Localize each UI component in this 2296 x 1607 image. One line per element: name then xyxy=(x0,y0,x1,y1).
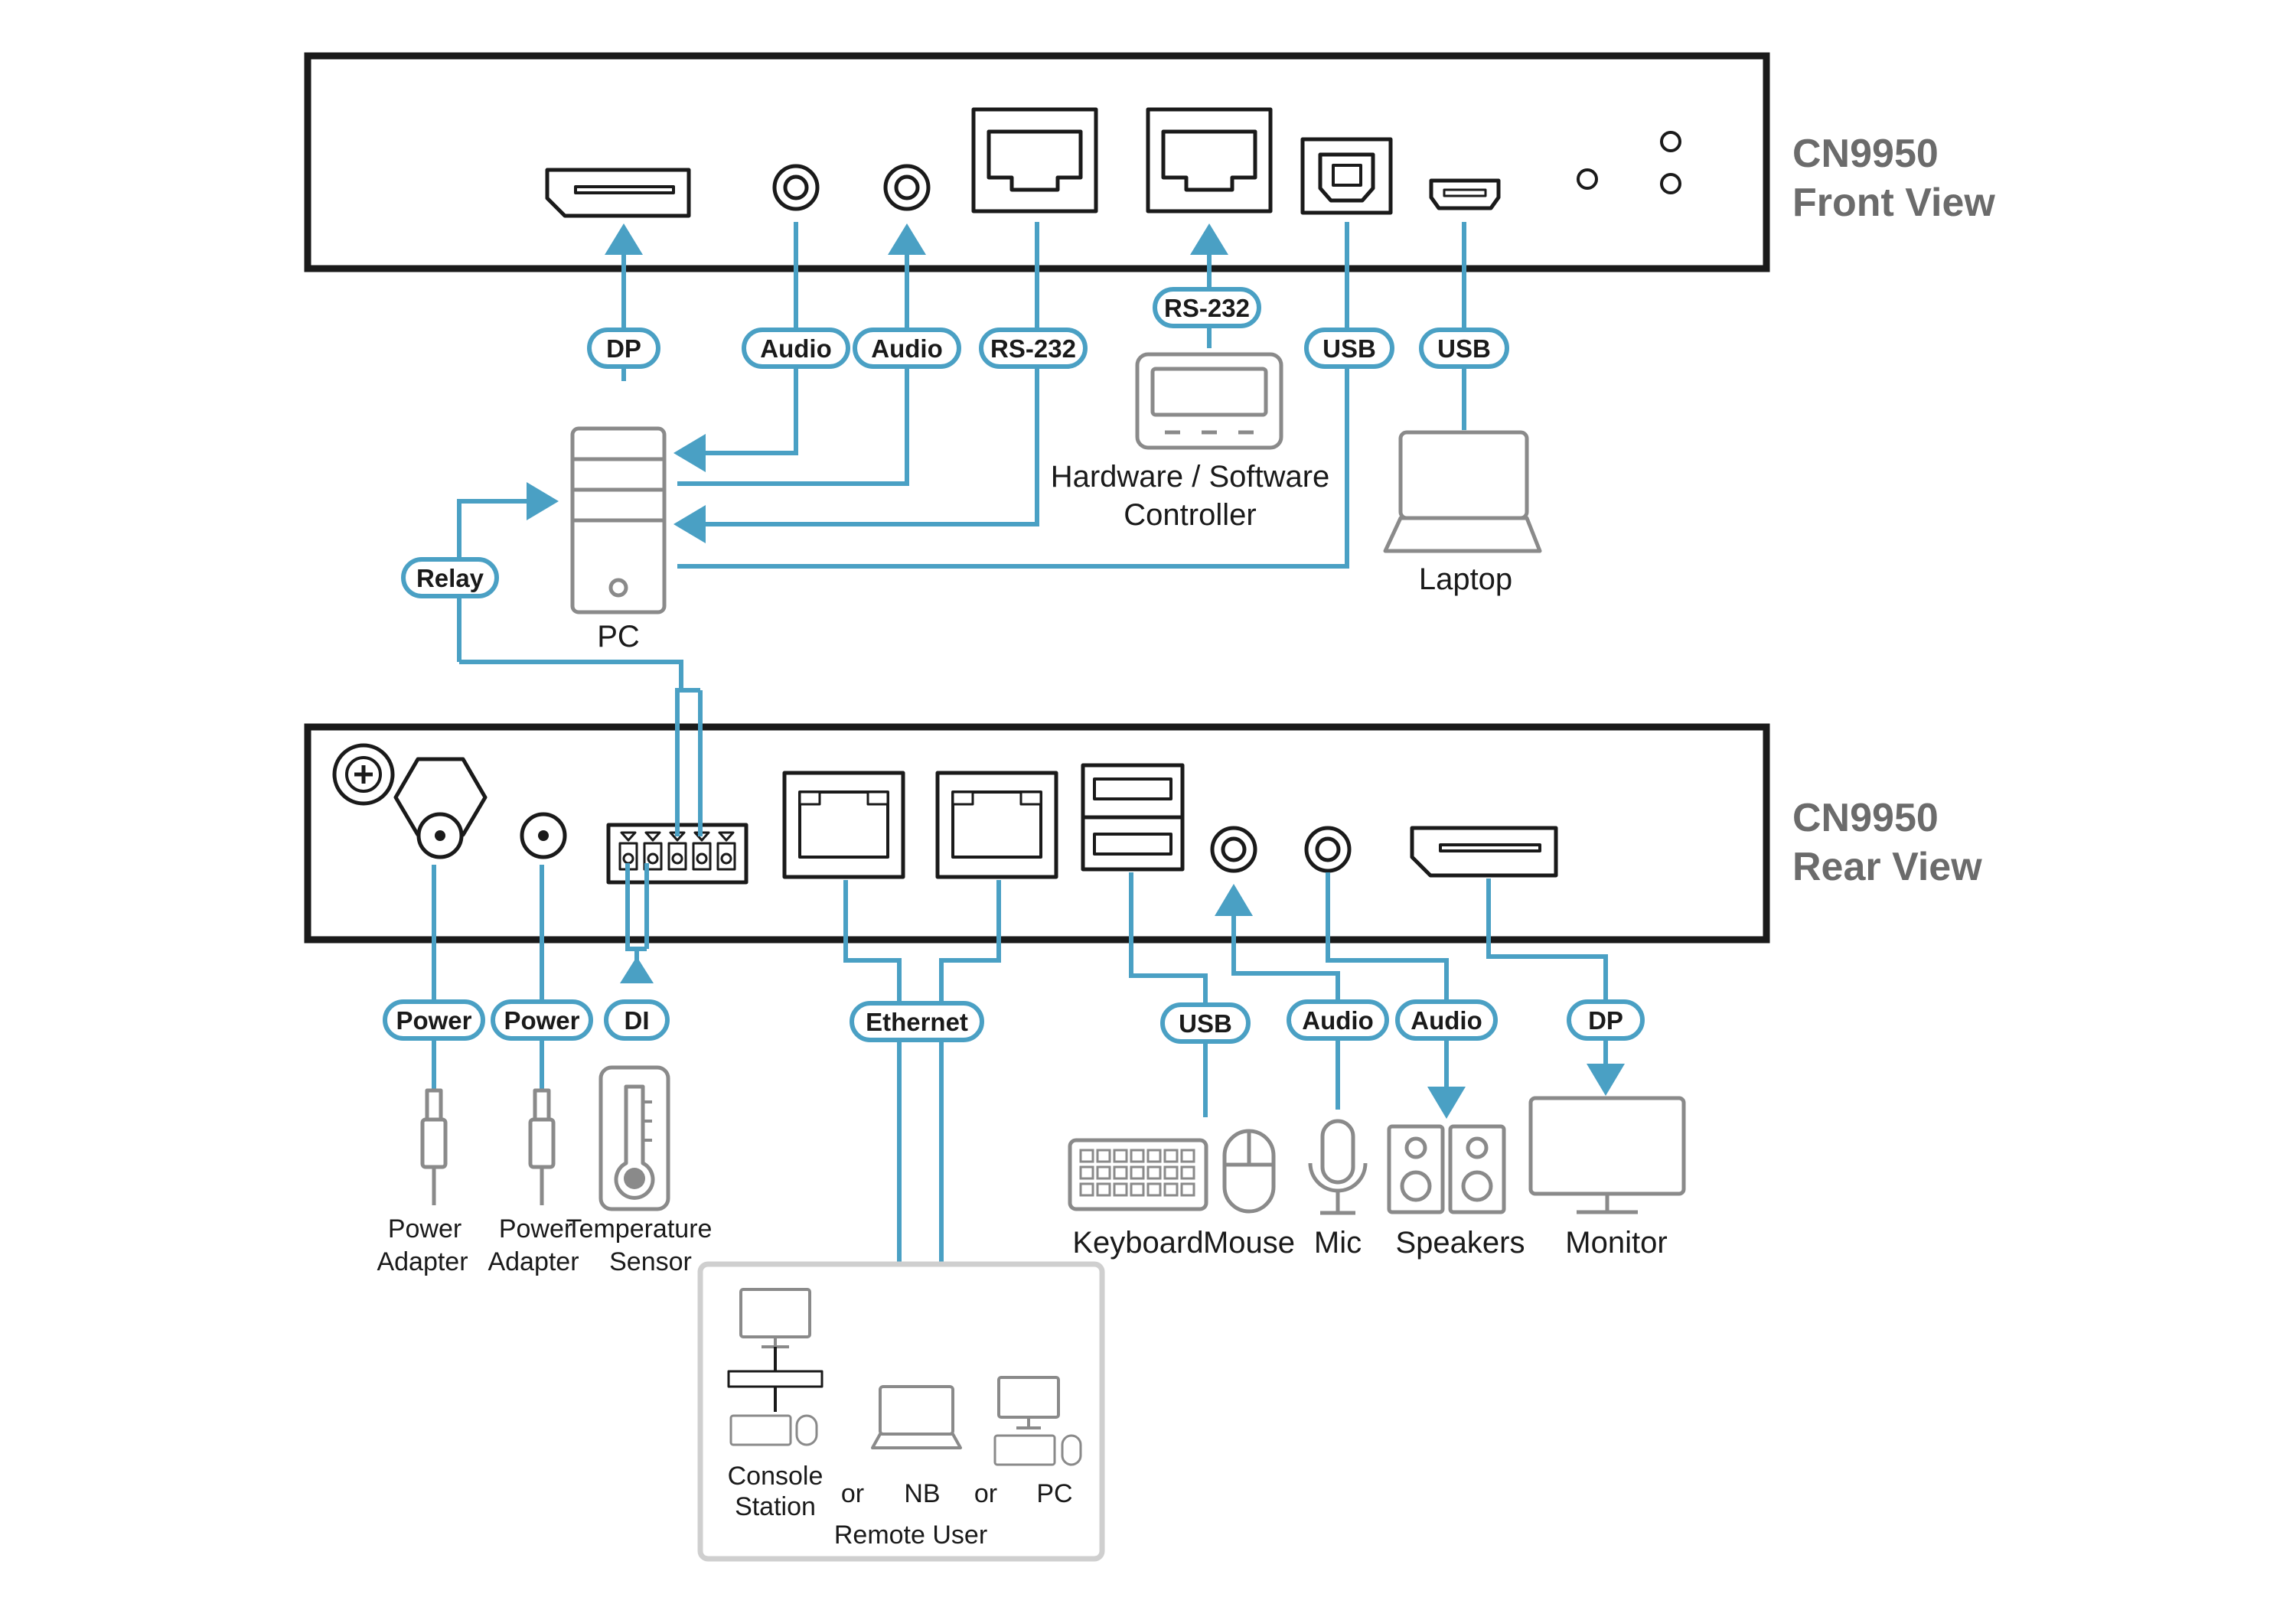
cable-label-text: Relay xyxy=(416,564,484,592)
cable-label-audio-front-1: Audio xyxy=(742,328,850,369)
cable-label-audio-rear-2: Audio xyxy=(1395,999,1498,1041)
rear-unit xyxy=(304,723,1770,944)
front-led-2 xyxy=(1660,131,1681,152)
power-adapter-2-line1: Power xyxy=(499,1214,572,1244)
cable-label-audio-rear-1: Audio xyxy=(1287,999,1389,1041)
pc-label: PC xyxy=(597,620,640,654)
rear-ethernet-port-1 xyxy=(782,771,905,879)
notebook-icon xyxy=(871,1385,962,1449)
cable-label-text: USB xyxy=(1179,1009,1232,1038)
rear-title-line2: Rear View xyxy=(1792,845,1982,889)
cable-label-rs232-front: RS-232 xyxy=(979,328,1088,369)
cable-label-text: Power xyxy=(396,1006,471,1035)
remote-or-2: or xyxy=(974,1479,997,1508)
microphone-icon xyxy=(1308,1119,1368,1215)
laptop-label: Laptop xyxy=(1419,562,1512,596)
rear-title-line1: CN9950 xyxy=(1792,796,1939,840)
temp-sensor-line1: Temperature xyxy=(566,1214,713,1244)
remote-user-panel: Console Station or NB or PC Remote User xyxy=(697,1261,1105,1562)
rear-ethernet-port-2 xyxy=(935,771,1058,879)
front-rs232-port xyxy=(971,107,1098,214)
monitor-label: Monitor xyxy=(1565,1226,1667,1260)
cable-label-di: DI xyxy=(604,999,670,1041)
cable-label-dp-rear: DP xyxy=(1567,999,1645,1041)
cable-label-text: RS-232 xyxy=(990,334,1076,363)
front-audio-jack-1 xyxy=(772,164,820,211)
front-audio-jack-2 xyxy=(883,164,931,211)
speakers-label: Speakers xyxy=(1396,1226,1525,1260)
remote-or-1: or xyxy=(841,1479,864,1508)
controller-label-line2: Controller xyxy=(1124,498,1256,532)
remote-user-caption: Remote User xyxy=(834,1521,987,1550)
mouse-label: Mouse xyxy=(1203,1226,1295,1260)
monitor-icon xyxy=(1528,1096,1686,1214)
rear-audio-jack-2 xyxy=(1304,826,1352,873)
cable-label-usb-rear: USB xyxy=(1160,1002,1251,1044)
cable-label-dp-front: DP xyxy=(587,328,660,369)
console-station-line2: Station xyxy=(735,1492,816,1521)
front-usb-b-port xyxy=(1300,137,1393,215)
rear-power-jack-1 xyxy=(393,757,488,859)
mic-label: Mic xyxy=(1314,1226,1362,1260)
controller-icon xyxy=(1135,352,1283,450)
rear-power-jack-2 xyxy=(520,812,567,859)
cable-label-audio-front-2: Audio xyxy=(853,328,961,369)
cable-label-rs232-controller: RS-232 xyxy=(1153,287,1261,328)
front-title-line2: Front View xyxy=(1792,181,1995,225)
cable-label-text: Audio xyxy=(1411,1006,1482,1035)
mouse-icon xyxy=(1222,1129,1276,1214)
cable-label-text: Audio xyxy=(1302,1006,1373,1035)
controller-label-line1: Hardware / Software xyxy=(1051,460,1330,494)
console-station-icon xyxy=(727,1288,823,1446)
cable-label-text: Audio xyxy=(871,334,942,363)
cable-label-power-2: Power xyxy=(491,999,593,1041)
front-title-line1: CN9950 xyxy=(1792,132,1939,176)
power-adapter-1-line1: Power xyxy=(388,1214,461,1244)
cable-label-text: Audio xyxy=(760,334,831,363)
cable-label-text: DI xyxy=(625,1006,650,1035)
laptop-icon xyxy=(1383,430,1542,553)
cable-label-usb-front-1: USB xyxy=(1304,328,1394,369)
cable-label-power-1: Power xyxy=(383,999,485,1041)
front-controller-port xyxy=(1146,107,1273,214)
cable-label-text: USB xyxy=(1322,334,1376,363)
rear-audio-jack-1 xyxy=(1210,826,1257,873)
power-adapter-1-line2: Adapter xyxy=(377,1247,468,1276)
power-adapter-icon-2 xyxy=(528,1088,556,1205)
power-adapter-icon-1 xyxy=(420,1088,448,1205)
cable-label-text: DP xyxy=(1588,1006,1623,1035)
remote-nb-label: NB xyxy=(904,1479,940,1508)
power-adapter-2-line2: Adapter xyxy=(488,1247,579,1276)
cable-label-text: Ethernet xyxy=(866,1008,968,1036)
rear-usb-a-ports xyxy=(1081,763,1185,872)
ground-screw-icon xyxy=(332,743,395,806)
keyboard-icon xyxy=(1068,1138,1208,1211)
cable-label-relay: Relay xyxy=(401,557,499,598)
cable-label-text: USB xyxy=(1437,334,1491,363)
cable-label-ethernet: Ethernet xyxy=(850,1001,984,1042)
cable-label-usb-front-2: USB xyxy=(1419,328,1509,369)
remote-pc-icon xyxy=(993,1376,1082,1466)
remote-pc-label: PC xyxy=(1036,1479,1072,1508)
keyboard-label: Keyboard xyxy=(1072,1226,1203,1260)
front-led-3 xyxy=(1660,173,1681,194)
front-led-1 xyxy=(1577,168,1598,190)
thermometer-icon xyxy=(598,1065,670,1211)
pc-icon xyxy=(570,426,667,614)
cable-label-text: RS-232 xyxy=(1164,294,1250,322)
cable-label-text: DP xyxy=(606,334,641,363)
console-station-line1: Console xyxy=(728,1462,823,1491)
cable-label-text: Power xyxy=(504,1006,579,1035)
temp-sensor-line2: Sensor xyxy=(609,1247,692,1276)
speakers-icon xyxy=(1387,1124,1506,1214)
